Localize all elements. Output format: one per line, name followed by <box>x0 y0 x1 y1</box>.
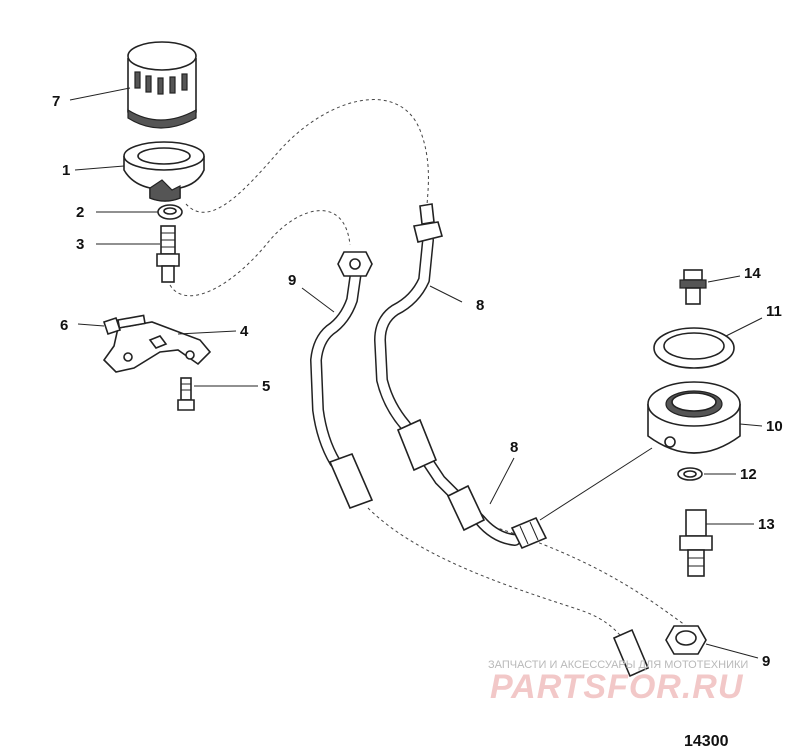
routing-dashed-lines <box>169 99 686 646</box>
callout-13: 13 <box>758 516 775 533</box>
hose-8-icon <box>374 203 548 550</box>
figure-number: 14300 <box>684 733 729 750</box>
hose-9-end-icon <box>612 625 707 678</box>
fitting-icon <box>156 225 180 283</box>
callout-8a: 8 <box>476 297 484 314</box>
oil-filter-icon <box>127 41 197 129</box>
callout-3: 3 <box>76 236 84 253</box>
o-ring-icon <box>677 467 703 481</box>
callout-9a: 9 <box>288 272 296 289</box>
seal-ring-icon <box>653 327 735 369</box>
callouts: 7 1 2 3 6 4 5 9 8 8 14 11 10 12 13 9 <box>52 93 783 670</box>
washer-icon <box>157 204 183 220</box>
callout-10: 10 <box>766 418 783 435</box>
callout-1: 1 <box>62 162 70 179</box>
watermark: ЗАПЧАСТИ И АКСЕССУАРЫ ДЛЯ МОТОТЕХНИКИ PA… <box>488 659 748 706</box>
screw-icon <box>102 314 146 336</box>
callout-4: 4 <box>240 323 249 340</box>
elbow-fitting-icon <box>679 269 707 305</box>
callout-6: 6 <box>60 317 68 334</box>
bracket-icon <box>102 321 212 373</box>
callout-12: 12 <box>740 466 757 483</box>
bolt-icon <box>177 377 195 411</box>
leader-lines <box>69 87 763 659</box>
callout-9b: 9 <box>762 653 770 670</box>
callout-2: 2 <box>76 204 84 221</box>
callout-11: 11 <box>766 303 782 320</box>
callout-7: 7 <box>52 93 60 110</box>
watermark-tagline: ЗАПЧАСТИ И АКСЕССУАРЫ ДЛЯ МОТОТЕХНИКИ <box>488 659 748 671</box>
filter-adapter-icon <box>123 141 205 202</box>
hose-9-icon <box>310 251 374 510</box>
nipple-fitting-icon <box>679 509 713 577</box>
callout-8b: 8 <box>510 439 518 456</box>
watermark-logo: PARTSFOR.RU <box>490 668 744 706</box>
callout-14: 14 <box>744 265 761 282</box>
callout-5: 5 <box>262 378 270 395</box>
adapter-block-icon <box>647 381 741 454</box>
